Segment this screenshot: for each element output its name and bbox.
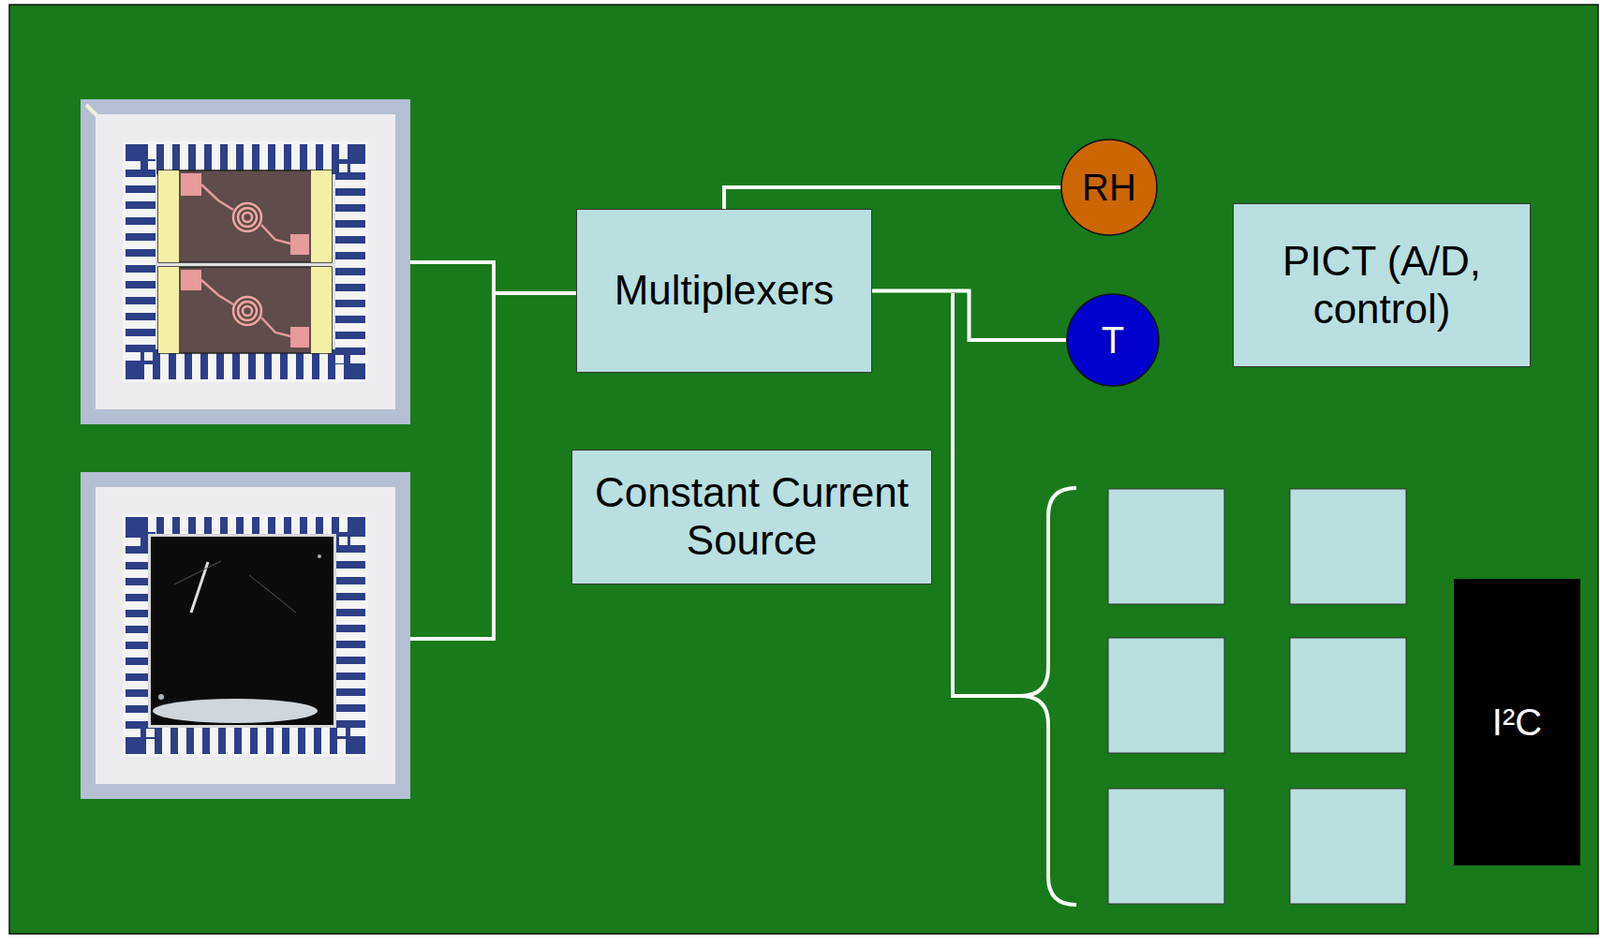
controller-box: PICT (A/D, control)	[1232, 203, 1531, 368]
brace	[1020, 488, 1077, 905]
node-label: I²C	[1492, 700, 1542, 744]
node-label: Constant Current Source	[583, 469, 920, 564]
chip-frame	[95, 114, 396, 410]
die-contact	[158, 266, 179, 354]
scratch	[191, 562, 208, 613]
bond-ring	[140, 532, 351, 740]
die-cavity	[148, 533, 337, 728]
spiral	[242, 306, 252, 316]
spiral	[233, 203, 262, 232]
chip-box	[1108, 488, 1225, 605]
die-contact	[311, 170, 332, 263]
node-label: PICT (A/D, control)	[1244, 237, 1519, 333]
sensor-die	[158, 266, 332, 354]
lead	[201, 280, 291, 337]
node-label: T	[1101, 318, 1125, 362]
circuit-board	[9, 4, 1599, 934]
circle-fill	[1066, 294, 1159, 386]
spiral	[233, 296, 262, 326]
die	[150, 536, 334, 726]
sensor-die	[158, 170, 332, 263]
scratch	[174, 561, 297, 613]
spiral	[237, 207, 257, 227]
wire	[952, 293, 1021, 697]
circle-fill	[1061, 139, 1157, 236]
chip-box	[1108, 788, 1225, 904]
wire	[872, 291, 1067, 341]
chip-box	[1108, 637, 1225, 754]
chip-package	[80, 99, 411, 425]
bond-ring	[140, 159, 351, 365]
bond-pads	[140, 159, 351, 365]
wire	[410, 262, 578, 639]
sensor-circle: T	[1066, 293, 1160, 387]
node-label: Multiplexers	[614, 266, 835, 315]
chip-box	[1289, 488, 1407, 605]
chip-array	[1108, 488, 1407, 904]
pad	[290, 234, 310, 255]
pad	[180, 173, 202, 196]
residue	[158, 694, 164, 700]
source-box: Constant Current Source	[571, 449, 933, 585]
residue	[317, 554, 322, 559]
sensor-chip	[80, 472, 411, 800]
wire	[724, 187, 1061, 209]
die-contact	[158, 170, 179, 263]
bus-box: I²C	[1453, 578, 1581, 866]
die	[158, 170, 332, 263]
chip-box	[1289, 637, 1407, 754]
sensor-chip	[80, 99, 411, 425]
mux-box: Multiplexers	[576, 208, 873, 373]
spiral	[237, 301, 257, 321]
pad	[180, 269, 202, 291]
pad	[290, 326, 310, 348]
die	[158, 266, 332, 354]
node-label: RH	[1081, 165, 1137, 209]
residue	[152, 698, 318, 724]
sensor-circle: RH	[1060, 138, 1158, 237]
chip-box	[1289, 788, 1407, 904]
bond-pads	[140, 532, 351, 740]
die-contact	[311, 266, 332, 354]
spiral	[242, 212, 252, 223]
lead	[201, 184, 291, 244]
chip-package	[80, 472, 411, 800]
chip-frame	[95, 487, 396, 785]
